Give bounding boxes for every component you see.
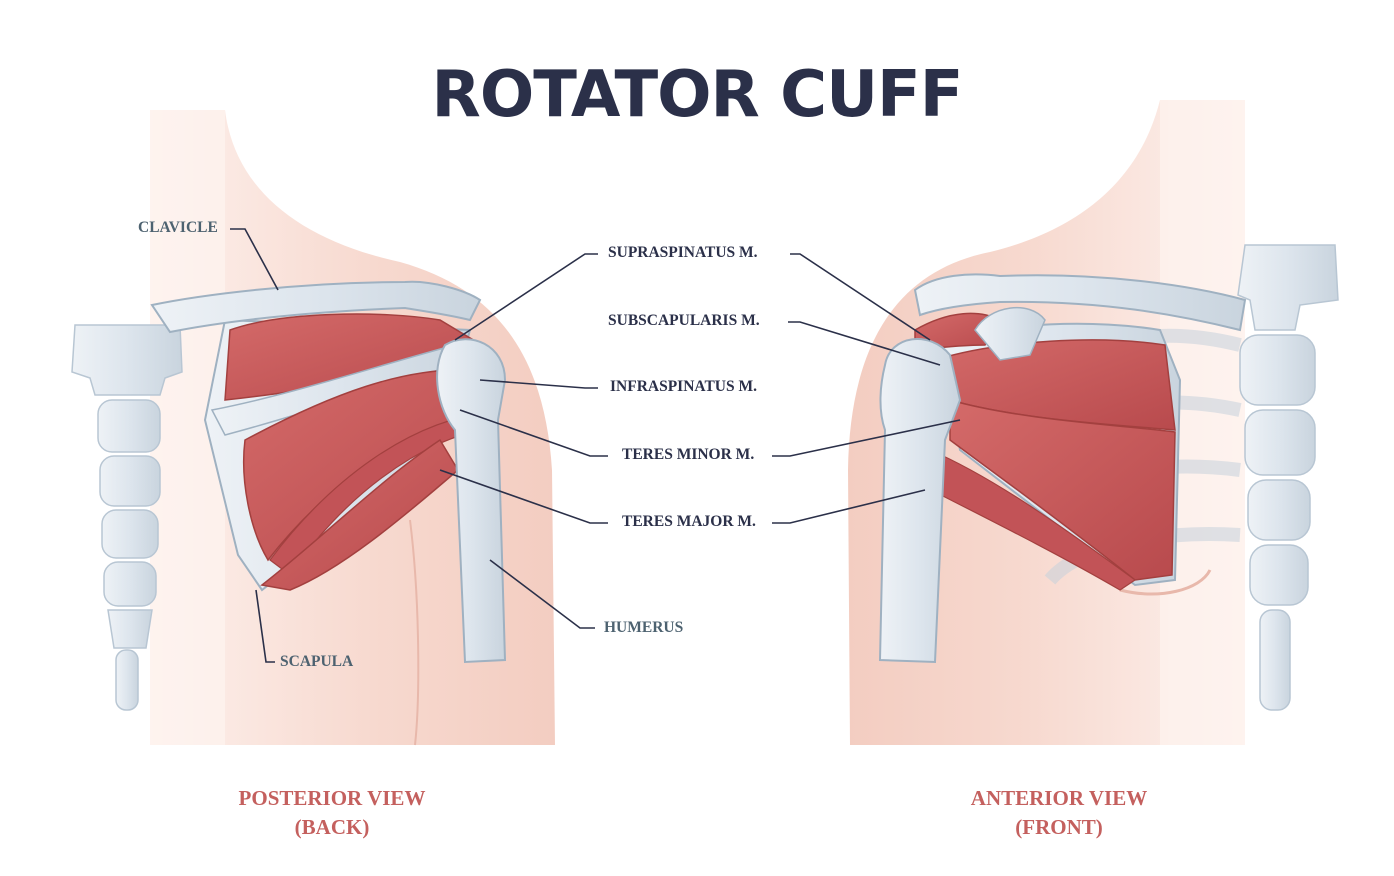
posterior-teres-major-muscle	[260, 438, 459, 591]
anterior-view-caption: ANTERIOR VIEW (FRONT)	[929, 784, 1189, 842]
anterior-humerus	[878, 338, 962, 664]
anterior-view-title: ANTERIOR VIEW	[970, 786, 1148, 810]
label-clavicle: CLAVICLE	[138, 219, 218, 236]
anterior-subscapularis-lower	[949, 399, 1176, 581]
teres-minor-left-leader	[459, 409, 608, 457]
label-scapula: SCAPULA	[280, 653, 354, 670]
subscapularis-leader	[788, 321, 941, 366]
anterior-view-subtitle: (FRONT)	[1015, 815, 1103, 839]
label-teres-major: TERES MAJOR M.	[622, 513, 756, 530]
anterior-coracoid	[974, 306, 1046, 361]
anterior-skin-fade	[1160, 100, 1245, 745]
posterior-view-caption: POSTERIOR VIEW (BACK)	[202, 784, 462, 842]
teres-major-left-leader	[439, 469, 608, 524]
posterior-skin-fade	[150, 110, 225, 745]
humerus-leader-line	[489, 559, 595, 629]
page-title: ROTATOR CUFF	[431, 58, 964, 132]
posterior-view-subtitle: (BACK)	[294, 815, 370, 839]
anterior-chest-fold	[1119, 569, 1212, 596]
label-infraspinatus: INFRASPINATUS M.	[610, 378, 757, 395]
anterior-teres-major-muscle	[929, 449, 1137, 591]
teres-minor-right-leader	[772, 419, 961, 457]
anterior-sternum	[1237, 244, 1339, 711]
supraspinatus-right-leader	[790, 253, 931, 341]
anterior-view-illustration	[848, 100, 1339, 745]
clavicle-leader-line	[230, 228, 279, 291]
leader-lines	[230, 228, 961, 663]
teres-major-right-leader	[772, 489, 926, 524]
posterior-view-title: POSTERIOR VIEW	[238, 786, 426, 810]
posterior-spine	[71, 324, 183, 711]
infraspinatus-leader	[479, 379, 598, 389]
label-teres-minor: TERES MINOR M.	[622, 446, 755, 463]
anterior-clavicle	[913, 273, 1247, 332]
posterior-view-illustration	[71, 110, 555, 746]
label-supraspinatus: SUPRASPINATUS M.	[608, 244, 758, 261]
label-subscapularis: SUBSCAPULARIS M.	[608, 312, 760, 329]
scapula-leader-line	[255, 589, 275, 663]
posterior-clavicle	[150, 280, 482, 334]
label-humerus: HUMERUS	[604, 619, 684, 636]
posterior-arm-outline	[409, 519, 420, 746]
supraspinatus-left-leader	[454, 253, 598, 341]
